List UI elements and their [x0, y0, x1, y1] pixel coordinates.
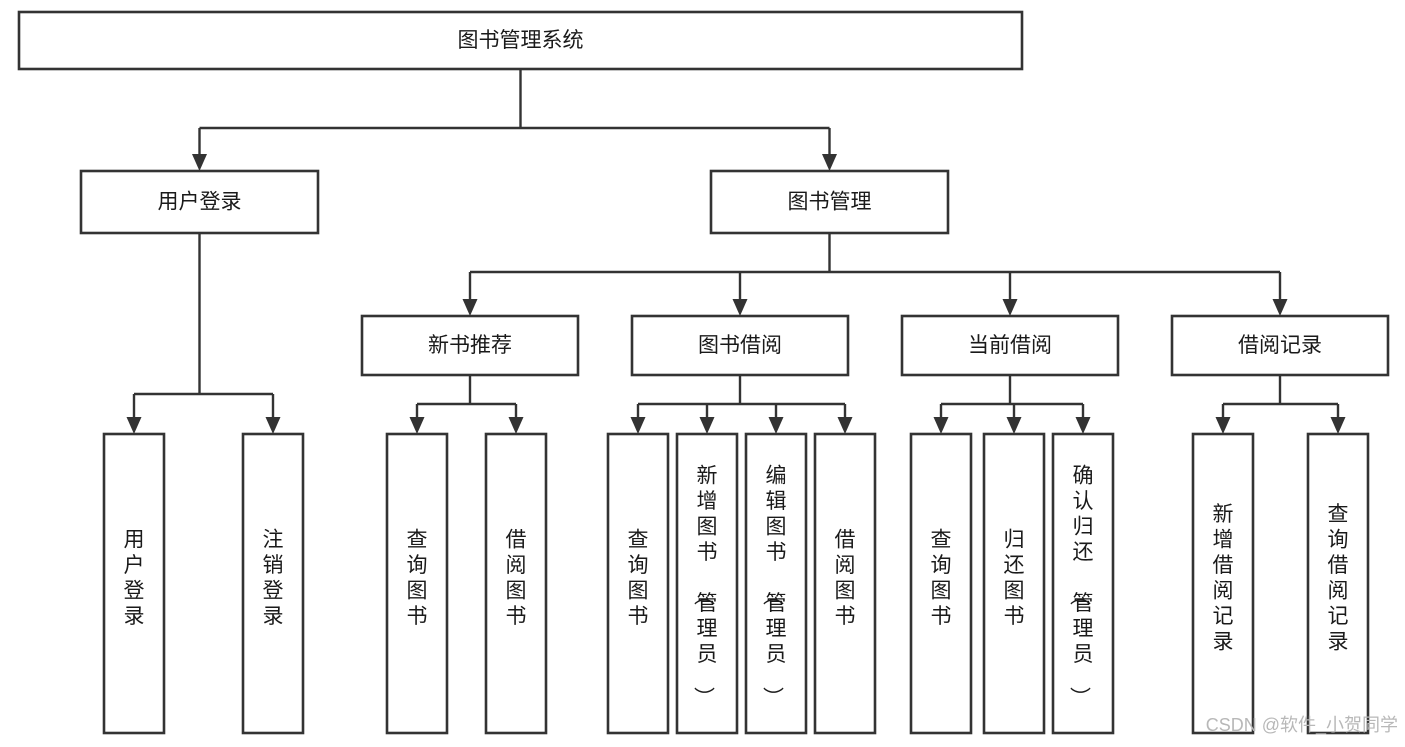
leaf-node-leaf-confirm-return-admin-box[interactable] — [1051, 432, 1115, 735]
edge-borrow-record-arrow-0 — [1215, 417, 1231, 434]
leaf-node-leaf-confirm-return-admin-label: 确认归还（管理员） — [1068, 465, 1094, 708]
leaf-node-leaf-return-book[interactable]: 归还图书 — [982, 432, 1046, 735]
edge-current-borrow-arrow-1 — [1006, 417, 1022, 434]
node-book-management-box[interactable] — [709, 169, 950, 235]
leaf-node-leaf-add-book-admin-box[interactable] — [675, 432, 739, 735]
leaf-node-leaf-add-borrow-record[interactable]: 新增借阅记录 — [1191, 432, 1255, 735]
leaf-node-leaf-add-borrow-record-box[interactable] — [1191, 432, 1255, 735]
leaf-node-leaf-query-borrow-record[interactable]: 查询借阅记录 — [1306, 432, 1370, 735]
node-current-borrow[interactable]: 当前借阅 — [900, 314, 1120, 377]
leaf-node-leaf-query-book-current-box[interactable] — [909, 432, 973, 735]
edge-book-management-arrow-3 — [1272, 299, 1288, 316]
leaf-node-leaf-confirm-return-admin[interactable]: 确认归还（管理员） — [1051, 432, 1115, 735]
node-root-system-box[interactable] — [17, 10, 1024, 71]
node-book-borrow-box[interactable] — [630, 314, 850, 377]
leaf-node-leaf-return-book-box[interactable] — [982, 432, 1046, 735]
nodes-layer: 图书管理系统用户登录图书管理新书推荐图书借阅当前借阅借阅记录用户登录注销登录查询… — [17, 10, 1390, 735]
node-new-book-recommend-label: 新书推荐 — [428, 334, 512, 357]
node-book-borrow[interactable]: 图书借阅 — [630, 314, 850, 377]
leaf-node-leaf-borrow-book-rec-box[interactable] — [484, 432, 548, 735]
edge-book-borrow-arrow-0 — [630, 417, 646, 434]
node-new-book-recommend[interactable]: 新书推荐 — [360, 314, 580, 377]
leaf-node-leaf-add-book-admin-label: 新增图书（管理员） — [692, 465, 718, 708]
node-user-login[interactable]: 用户登录 — [79, 169, 320, 235]
leaf-node-leaf-return-book-label: 归还图书 — [1004, 528, 1025, 628]
node-current-borrow-box[interactable] — [900, 314, 1120, 377]
node-current-borrow-label: 当前借阅 — [968, 334, 1052, 357]
edges-layer — [126, 69, 1346, 434]
leaf-node-leaf-add-borrow-record-label: 新增借阅记录 — [1213, 503, 1234, 654]
node-book-borrow-label: 图书借阅 — [698, 334, 782, 357]
edge-current-borrow-arrow-0 — [933, 417, 949, 434]
leaf-node-leaf-query-book-borrow-box[interactable] — [606, 432, 670, 735]
node-book-management[interactable]: 图书管理 — [709, 169, 950, 235]
leaf-node-leaf-query-book-rec[interactable]: 查询图书 — [385, 432, 449, 735]
leaf-node-leaf-borrow-book-rec-label: 借阅图书 — [506, 528, 527, 628]
node-user-login-box[interactable] — [79, 169, 320, 235]
leaf-node-leaf-query-borrow-record-box[interactable] — [1306, 432, 1370, 735]
leaf-node-leaf-add-book-admin[interactable]: 新增图书（管理员） — [675, 432, 739, 735]
node-root-system-label: 图书管理系统 — [458, 29, 584, 52]
node-book-management-label: 图书管理 — [788, 191, 872, 214]
leaf-node-leaf-query-borrow-record-label: 查询借阅记录 — [1328, 503, 1349, 654]
edge-book-borrow-arrow-1 — [699, 417, 715, 434]
edge-borrow-record-arrow-1 — [1330, 417, 1346, 434]
edge-user-login-arrow-0 — [126, 417, 142, 434]
leaf-node-leaf-query-book-borrow[interactable]: 查询图书 — [606, 432, 670, 735]
leaf-node-leaf-logout-login-box[interactable] — [241, 432, 305, 735]
leaf-node-leaf-query-book-rec-box[interactable] — [385, 432, 449, 735]
leaf-node-leaf-query-book-current[interactable]: 查询图书 — [909, 432, 973, 735]
leaf-node-leaf-edit-book-admin-label: 编辑图书（管理员） — [761, 465, 787, 708]
edge-root-arrow-0 — [192, 154, 207, 171]
leaf-node-leaf-edit-book-admin-box[interactable] — [744, 432, 808, 735]
leaf-node-leaf-query-book-rec-label: 查询图书 — [407, 528, 428, 628]
leaf-node-leaf-query-book-current-label: 查询图书 — [931, 528, 952, 628]
edge-book-management-arrow-1 — [732, 299, 748, 316]
node-new-book-recommend-box[interactable] — [360, 314, 580, 377]
leaf-node-leaf-edit-book-admin[interactable]: 编辑图书（管理员） — [744, 432, 808, 735]
node-borrow-record-box[interactable] — [1170, 314, 1390, 377]
edge-new-book-recommend-arrow-0 — [409, 417, 425, 434]
edge-new-book-recommend-arrow-1 — [508, 417, 524, 434]
leaf-node-leaf-borrow-book-rec[interactable]: 借阅图书 — [484, 432, 548, 735]
edge-book-management-arrow-2 — [1002, 299, 1018, 316]
node-user-login-label: 用户登录 — [158, 191, 242, 214]
leaf-node-leaf-query-book-borrow-label: 查询图书 — [628, 528, 649, 628]
node-root-system[interactable]: 图书管理系统 — [17, 10, 1024, 71]
node-borrow-record[interactable]: 借阅记录 — [1170, 314, 1390, 377]
leaf-node-leaf-user-login-label: 用户登录 — [124, 528, 145, 628]
leaf-node-leaf-borrow-book[interactable]: 借阅图书 — [813, 432, 877, 735]
edge-user-login-arrow-1 — [265, 417, 281, 434]
node-borrow-record-label: 借阅记录 — [1238, 334, 1322, 357]
edge-root-arrow-1 — [822, 154, 837, 171]
leaf-node-leaf-logout-login[interactable]: 注销登录 — [241, 432, 305, 735]
leaf-node-leaf-borrow-book-box[interactable] — [813, 432, 877, 735]
edge-book-borrow-arrow-2 — [768, 417, 784, 434]
leaf-node-leaf-user-login[interactable]: 用户登录 — [102, 432, 166, 735]
leaf-node-leaf-logout-login-label: 注销登录 — [263, 528, 284, 628]
csdn-watermark: CSDN @软件_小贺同学 — [1206, 715, 1398, 736]
leaf-node-leaf-borrow-book-label: 借阅图书 — [835, 528, 856, 628]
edge-book-borrow-arrow-3 — [837, 417, 853, 434]
edge-book-management-arrow-0 — [462, 299, 478, 316]
leaf-node-leaf-user-login-box[interactable] — [102, 432, 166, 735]
edge-current-borrow-arrow-2 — [1075, 417, 1091, 434]
